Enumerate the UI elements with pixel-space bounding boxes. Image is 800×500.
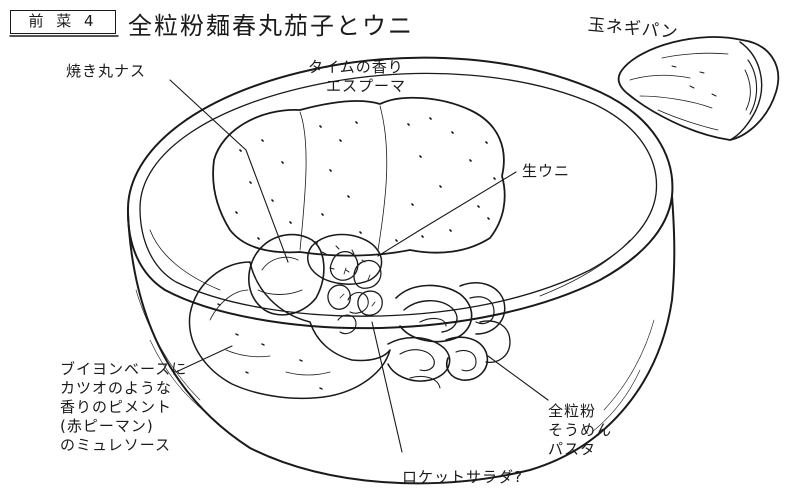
sauce-line2: カツオのような bbox=[60, 379, 173, 397]
grilled-eggplant-label: 焼き丸ナス bbox=[66, 62, 147, 80]
noodles-label: 全粒粉 そうめん パスタ bbox=[548, 402, 612, 459]
thyme-espuma-label: タイムの香り エスプーマ bbox=[308, 58, 406, 96]
leader-rocket bbox=[371, 321, 403, 453]
sauce-line1: ブイヨンベースに bbox=[60, 360, 188, 378]
sea-urchin-label: 生ウニ bbox=[522, 162, 571, 180]
leader-lines bbox=[169, 79, 549, 453]
bowl-drawing bbox=[126, 56, 676, 485]
leader-sauce bbox=[175, 345, 233, 373]
noodles-line2: そうめん bbox=[548, 421, 613, 439]
noodles-line1: 全粒粉 bbox=[548, 402, 597, 420]
rocket-salad-label: ロケットサラダ? bbox=[402, 468, 523, 486]
sauce-line4: (赤ピーマン) bbox=[60, 417, 154, 435]
onion-bread-drawing bbox=[617, 36, 780, 141]
sauce-line3: 香りのピメント bbox=[60, 398, 173, 416]
dish-title: 全粒粉麺春丸茄子とウニ bbox=[128, 12, 414, 40]
leader-noodles bbox=[487, 355, 549, 401]
sauce-label: ブイヨンベースに カツオのような 香りのピメント (赤ピーマン) のミュレソース bbox=[60, 360, 187, 455]
course-number-box: 前 菜 4 bbox=[10, 10, 116, 34]
thyme-espuma-line2: エスプーマ bbox=[326, 77, 407, 95]
leader-urchin bbox=[377, 171, 517, 257]
sauce-line5: のミュレソース bbox=[60, 436, 171, 454]
espuma-foam-drawing bbox=[212, 96, 506, 257]
dish-contents-drawing bbox=[188, 233, 511, 400]
thyme-espuma-line1: タイムの香り bbox=[308, 58, 404, 76]
leader-eggplant bbox=[169, 79, 289, 263]
noodles-line3: パスタ bbox=[548, 440, 597, 458]
